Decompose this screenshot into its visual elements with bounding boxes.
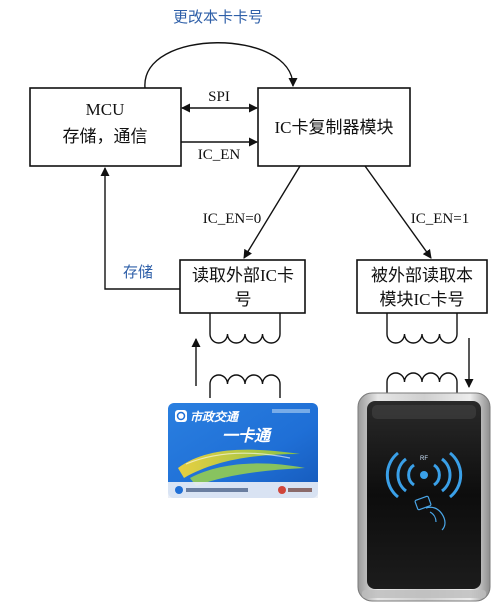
reader-wave-right-1 — [433, 463, 441, 487]
read-external-box-line2: 号 — [235, 290, 252, 309]
store-feedback-label: 存储 — [123, 264, 153, 281]
reader-icon-card — [414, 495, 432, 511]
card-swoosh-green — [190, 463, 305, 486]
reader-wave-right-3 — [449, 451, 463, 499]
card-bank-fineprint — [288, 488, 312, 492]
store-feedback-arrow — [100, 167, 180, 290]
reader-wave-center — [420, 471, 428, 479]
branch-left-label: IC_EN=0 — [203, 211, 261, 227]
card-issuer-fineprint — [186, 488, 248, 492]
branch-left-arrow — [243, 165, 301, 259]
transit-card-image: 市政交通 一卡通 — [168, 403, 318, 498]
reader-hand-card-icon — [414, 495, 446, 531]
card-reader-image: RF — [357, 392, 491, 602]
card-title: 市政交通 — [190, 410, 240, 424]
emulate-card-box-frame — [356, 259, 488, 314]
reader-rf-label: RF — [420, 456, 428, 462]
mcu-box-subtitle: 存储，通信 — [63, 127, 148, 146]
left-module-coil — [209, 313, 281, 344]
reader-wave-left-1 — [407, 463, 415, 487]
branch-right-label: IC_EN=1 — [411, 211, 469, 227]
reader-icon-hand — [425, 506, 446, 531]
reader-wave-left-2 — [396, 457, 407, 493]
emulate-card-box-line1: 被外部读取本 — [371, 266, 473, 285]
top-loop-arrow — [144, 42, 298, 89]
top-arrow-label: 更改本卡卡号 — [173, 9, 263, 26]
reader-panel-gloss — [372, 405, 476, 419]
reader-wave-right-2 — [441, 457, 452, 493]
mcu-box: MCU 存储，通信 — [29, 87, 182, 167]
emulate-card-box-line2: 模块IC卡号 — [380, 290, 465, 309]
reader-panel — [367, 401, 481, 589]
ic-en-label: IC_EN — [198, 147, 241, 163]
spi-label: SPI — [208, 89, 230, 105]
reader-bottom-band — [362, 590, 486, 598]
card-logo-mark — [176, 411, 186, 421]
card-swoosh-light — [185, 452, 291, 465]
card-name: 一卡通 — [222, 427, 273, 445]
right-module-coil — [386, 313, 458, 344]
ic-copier-box: IC卡复制器模块 — [257, 87, 411, 167]
card-coil — [209, 374, 281, 398]
branch-right-arrow — [364, 165, 432, 259]
reader-coil — [386, 372, 458, 393]
card-issuer-mark — [175, 486, 183, 494]
card-top-right-fineprint — [272, 409, 310, 413]
mcu-box-frame — [29, 87, 182, 167]
card-bank-mark — [278, 486, 286, 494]
read-external-box-line1: 读取外部IC卡 — [192, 266, 294, 285]
mcu-box-title: MCU — [86, 100, 125, 119]
ic-copier-box-label: IC卡复制器模块 — [275, 118, 394, 137]
emulate-card-box: 被外部读取本 模块IC卡号 — [356, 259, 488, 314]
ic-copier-box-frame — [257, 87, 411, 167]
reader-wave-left-3 — [385, 451, 399, 499]
read-external-box: 读取外部IC卡 号 — [179, 259, 306, 314]
read-external-box-frame — [179, 259, 306, 314]
